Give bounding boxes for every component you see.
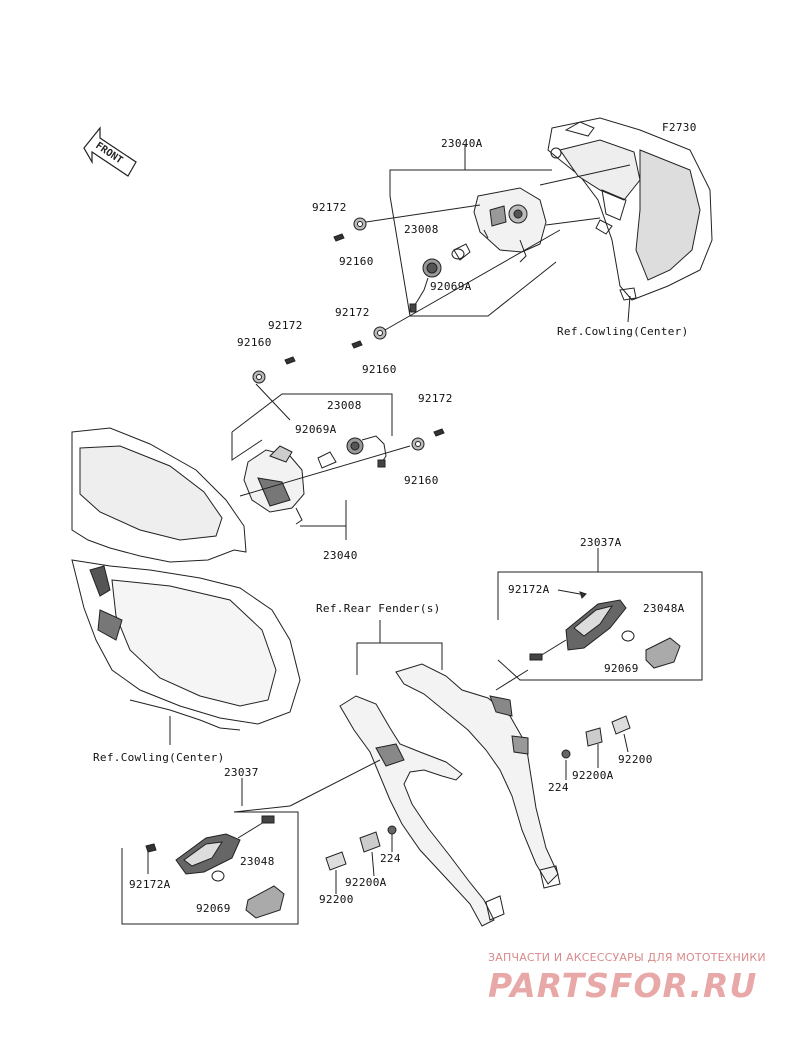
front-arrow-icon: FRONT — [83, 126, 137, 177]
grommet-92160-left-b — [411, 437, 425, 451]
lens-23048A — [645, 637, 681, 669]
label-92172A: 92172A — [129, 878, 171, 891]
label-92172: 92172 — [335, 306, 370, 319]
turn-signal-23037 — [175, 815, 275, 875]
label-224: 224 — [380, 852, 401, 865]
grommet-92160-top-b — [373, 326, 387, 340]
label-23048A: 23048A — [643, 602, 685, 615]
screw-92172-left-b — [433, 428, 445, 437]
bulb-92069A-top — [451, 243, 471, 261]
bulb-92069-left — [211, 870, 225, 882]
label-ref-rear-fender: Ref.Rear Fender(s) — [316, 602, 441, 615]
screw-92172-top-a — [333, 233, 345, 242]
label-92160: 92160 — [404, 474, 439, 487]
nut-224-left — [387, 825, 397, 835]
label-92172: 92172 — [312, 201, 347, 214]
rear-fender-left-bracket — [339, 695, 505, 927]
lamp-assembly-23040 — [243, 445, 305, 525]
diagram-id: F2730 — [662, 121, 697, 134]
label-23037A: 23037A — [580, 536, 622, 549]
label-92160: 92160 — [362, 363, 397, 376]
label-92069: 92069 — [196, 902, 231, 915]
nut-224-right — [561, 749, 571, 759]
label-92200: 92200 — [618, 753, 653, 766]
label-92172: 92172 — [268, 319, 303, 332]
lens-23048 — [245, 885, 285, 919]
label-92069A: 92069A — [295, 423, 337, 436]
watermark-logo: PARTSFOR.RU — [488, 966, 758, 1005]
label-92172: 92172 — [418, 392, 453, 405]
watermark-tagline: ЗАПЧАСТИ И АКСЕССУАРЫ ДЛЯ МОТОТЕХНИКИ — [488, 951, 766, 964]
label-ref-cowling-center: Ref.Cowling(Center) — [93, 751, 225, 764]
label-92160: 92160 — [339, 255, 374, 268]
screw-92172-left-a — [284, 356, 296, 365]
bulb-socket-23008-top — [409, 258, 442, 313]
grommet-92160-left-a — [252, 370, 266, 384]
label-ref-cowling-center: Ref.Cowling(Center) — [557, 325, 689, 338]
screw-92172-top-b — [351, 340, 363, 349]
bulb-92069-right — [621, 630, 635, 642]
screw-92172A-right — [557, 589, 587, 599]
grommet-92160-top-a — [353, 217, 367, 231]
label-92200A: 92200A — [345, 876, 387, 889]
cowling-center-top — [547, 117, 713, 323]
label-92172A: 92172A — [508, 583, 550, 596]
turn-signal-23037A — [529, 599, 627, 661]
label-92069A: 92069A — [430, 280, 472, 293]
label-23040: 23040 — [323, 549, 358, 562]
cowling-center-left — [71, 427, 301, 745]
plate-92200-left — [325, 851, 347, 871]
label-23008: 23008 — [327, 399, 362, 412]
plate-92200A-right — [585, 727, 603, 747]
label-92200: 92200 — [319, 893, 354, 906]
bulb-socket-23008-left — [346, 435, 387, 468]
label-92069: 92069 — [604, 662, 639, 675]
plate-92200-right — [611, 715, 631, 735]
label-23040A: 23040A — [441, 137, 483, 150]
label-92160: 92160 — [237, 336, 272, 349]
bulb-92069A-left — [317, 451, 337, 469]
lamp-assembly-23040A — [473, 187, 547, 263]
label-92200A: 92200A — [572, 769, 614, 782]
plate-92200A-left — [359, 831, 381, 853]
label-23037: 23037 — [224, 766, 259, 779]
label-224: 224 — [548, 781, 569, 794]
screw-92172A-left — [145, 843, 157, 874]
rear-fender-right-bracket — [395, 663, 561, 889]
label-23048: 23048 — [240, 855, 275, 868]
label-23008: 23008 — [404, 223, 439, 236]
